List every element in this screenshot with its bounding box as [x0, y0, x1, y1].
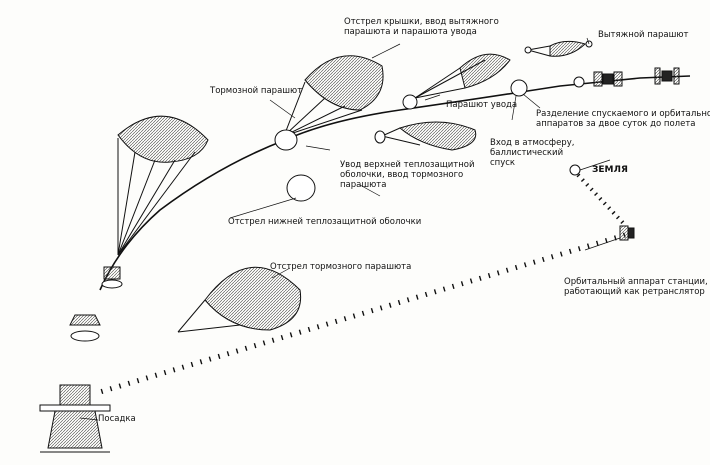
brake-parachute-icon: [117, 115, 209, 256]
label-lower-shield: Отстрел нижней теплозащитной оболочки: [228, 217, 422, 227]
pilot-chute-icon: [524, 40, 593, 57]
label-brake-chute-release: Отстрел тормозного парашюта: [270, 262, 412, 272]
landing-pad-icon: [39, 384, 111, 453]
label-upper-shield: Увод верхней теплозащитной оболочки, вво…: [340, 160, 475, 190]
label-atmospheric-entry: Вход в атмосферу, баллистический спуск: [490, 138, 575, 168]
leader-lines: [79, 37, 621, 421]
earth-signal-line: [576, 173, 627, 227]
label-pilot-chute: Вытяжной парашют: [598, 30, 689, 40]
orbital-relay-icon: [619, 225, 635, 241]
label-orbital-relay: Орбитальный аппарат станции, работающий …: [564, 277, 708, 297]
label-hatch-jettison: Отстрел крышки, ввод вытяжного парашюта …: [344, 17, 499, 37]
label-separation: Разделение спускаемого и орбитального ап…: [536, 109, 710, 129]
hatch-chute-icon: [274, 55, 384, 151]
drogue-chute-icon: [402, 53, 528, 110]
descending-capsule-icon: [101, 266, 123, 289]
separating-orbiter-icon: [593, 71, 623, 87]
lower-shield-icon: [286, 174, 316, 202]
label-earth: ЗЕМЛЯ: [592, 165, 628, 175]
label-drogue-chute: Парашют увода: [446, 100, 518, 110]
lander-sphere-icon: [573, 76, 585, 88]
upper-shield-chute-icon: [374, 121, 477, 151]
orbital-station-icon: [654, 67, 680, 85]
released-brake-chute-icon: [177, 266, 302, 333]
relay-signal-line: [99, 232, 626, 395]
label-brake-chute: Тормозной парашют: [210, 86, 303, 96]
label-landing: Посадка: [98, 414, 136, 424]
descending-capsule-2-icon: [69, 314, 101, 342]
